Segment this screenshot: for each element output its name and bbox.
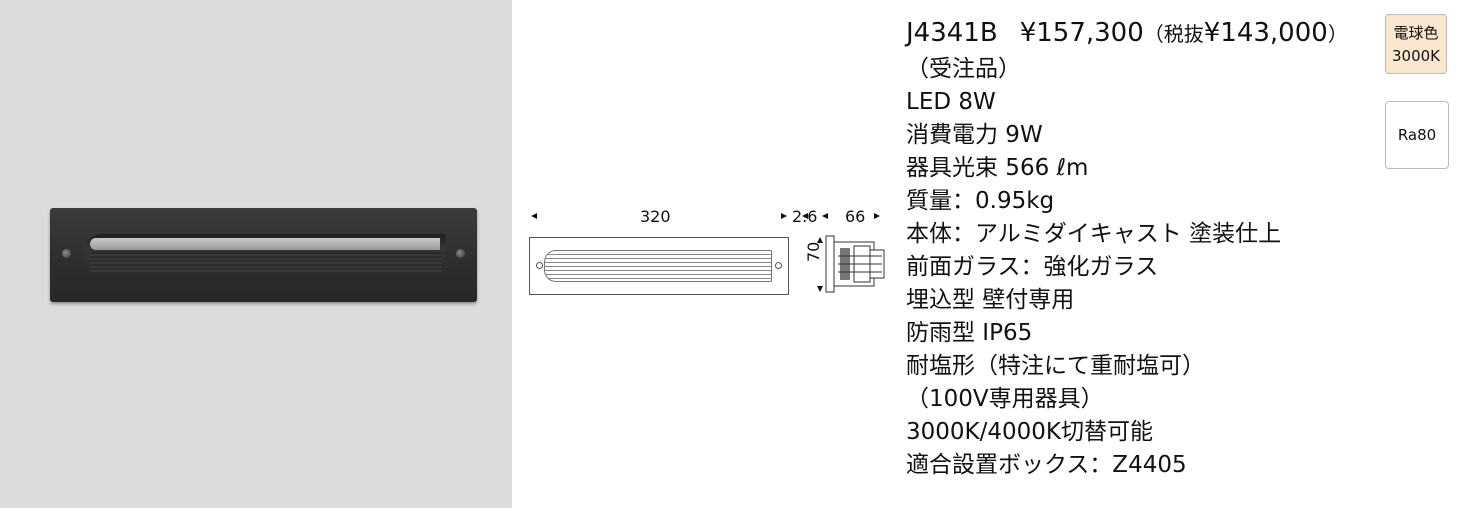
dim-flange-depth: 2.6 bbox=[792, 207, 818, 226]
order-note: （受注品） bbox=[906, 56, 1021, 82]
product-photo bbox=[0, 0, 512, 508]
screw-right bbox=[456, 249, 465, 258]
price: ¥157,300 bbox=[1019, 18, 1144, 48]
drawing-screw-left bbox=[536, 262, 543, 269]
drawing-louvre bbox=[544, 250, 772, 282]
color-temperature-badge: 電球色 3000K bbox=[1385, 14, 1447, 74]
color-name: 電球色 bbox=[1393, 24, 1439, 42]
fixture-glass bbox=[90, 238, 440, 250]
spec-line: 防雨型 IP65 bbox=[906, 320, 1033, 346]
spec-line: 耐塩形（特注にて重耐塩可） bbox=[906, 353, 1205, 379]
ra-badge: Ra80 bbox=[1385, 101, 1449, 169]
spec-line: （100V専用器具） bbox=[906, 386, 1104, 412]
color-kelvin: 3000K bbox=[1391, 47, 1440, 65]
spec-line: LED 8W bbox=[906, 89, 996, 115]
fixture-image bbox=[50, 208, 477, 302]
dim-height: 70 bbox=[804, 241, 823, 262]
spec-line: 前面ガラス：強化ガラス bbox=[906, 254, 1159, 280]
drawing-screw-right bbox=[775, 262, 782, 269]
spec-line: 質量：0.95kg bbox=[906, 188, 1055, 214]
spec-line: 本体：アルミダイキャスト 塗装仕上 bbox=[906, 221, 1282, 247]
spec-line: 適合設置ボックス：Z4405 bbox=[906, 452, 1187, 478]
price-excl-tax: ¥143,000 bbox=[1203, 18, 1328, 48]
dim-depth: 66 bbox=[845, 207, 866, 226]
front-view-drawing bbox=[529, 237, 789, 295]
spec-block: J4341B¥157,300（税抜¥143,000） （受注品） LED 8W … bbox=[906, 14, 1348, 482]
title-line: J4341B ¥157,300（税抜¥143,000） bbox=[906, 14, 1348, 53]
screw-left bbox=[62, 249, 71, 258]
spec-line: 消費電力 9W bbox=[906, 122, 1043, 148]
fixture-slot bbox=[82, 234, 446, 276]
spec-line: 埋込型 壁付専用 bbox=[906, 287, 1075, 313]
price-excl-prefix: （税抜 bbox=[1143, 22, 1204, 46]
dim-width: 320 bbox=[640, 207, 671, 226]
price-excl-suffix: ） bbox=[1327, 22, 1348, 46]
spec-line: 器具光束 566 ℓm bbox=[906, 155, 1089, 181]
dimension-lines bbox=[531, 213, 885, 293]
fixture-louvre bbox=[90, 252, 442, 273]
model-number: J4341B bbox=[906, 18, 998, 48]
spec-line: 3000K/4000K切替可能 bbox=[906, 419, 1153, 445]
